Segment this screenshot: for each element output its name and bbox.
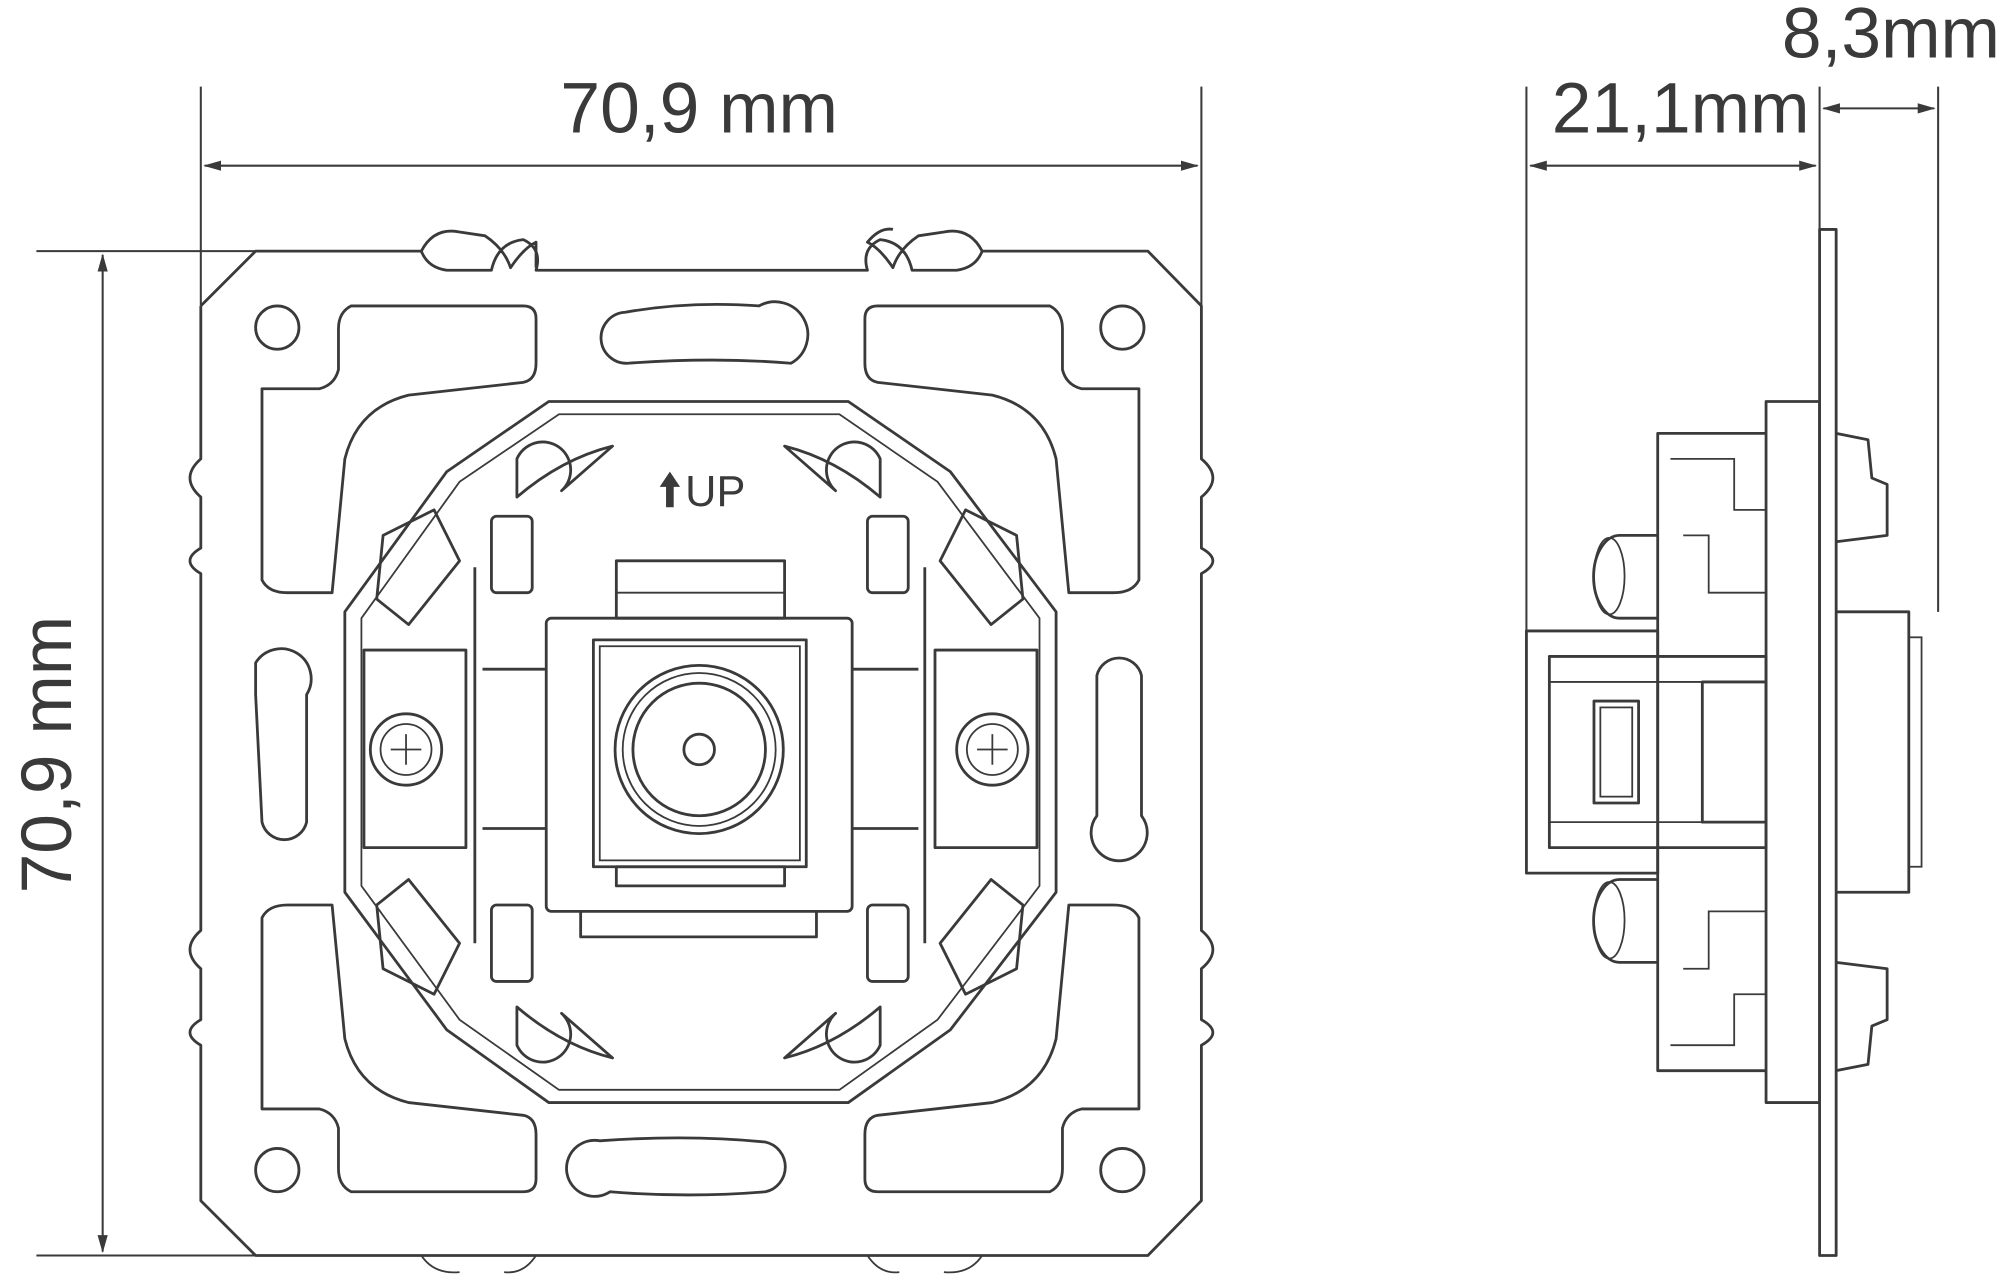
slot-top xyxy=(599,300,810,365)
corner-hole xyxy=(1099,1147,1146,1194)
mounting-plate xyxy=(188,227,1215,1257)
screw-icon xyxy=(368,712,444,787)
front-depth-dimension: 8,3mm xyxy=(1782,0,2000,114)
side-plate xyxy=(1818,228,1838,1257)
side-view: 21,1mm 8,3mm xyxy=(1525,0,2000,1257)
side-pin xyxy=(1592,878,1658,964)
coax-connector xyxy=(544,559,854,939)
side-clip xyxy=(1835,960,1889,1073)
height-dimension: 70,9 mm xyxy=(7,250,256,1257)
front-view: 70,9 mm 70,9 mm xyxy=(7,69,1215,1274)
slot-left xyxy=(254,647,313,842)
screw-icon xyxy=(955,712,1030,787)
side-connector xyxy=(1525,629,1768,875)
depth-dimension: 21,1mm xyxy=(1525,69,1940,631)
corner-hole xyxy=(1099,304,1146,351)
corner-hole xyxy=(254,304,301,351)
side-pin xyxy=(1592,533,1658,620)
side-body xyxy=(1656,400,1821,1104)
slot-bottom xyxy=(565,1136,787,1198)
terminal-left xyxy=(362,648,468,850)
arrow-up-icon xyxy=(659,471,681,508)
height-label: 70,9 mm xyxy=(7,616,87,894)
width-label: 70,9 mm xyxy=(560,69,838,149)
side-clip xyxy=(1835,431,1889,544)
plate-window xyxy=(863,903,1141,1194)
depth-label: 21,1mm xyxy=(1552,69,1810,149)
up-indicator: UP xyxy=(659,468,745,516)
width-dimension: 70,9 mm xyxy=(199,69,1203,306)
side-front-bulge xyxy=(1836,610,1911,894)
clips xyxy=(375,440,1025,1064)
plate-window xyxy=(260,304,538,595)
plate-window xyxy=(260,903,538,1194)
plate-window xyxy=(863,304,1141,595)
coax-pin xyxy=(682,732,716,767)
slot-right xyxy=(1089,656,1149,863)
terminal-right xyxy=(933,648,1039,850)
up-label: UP xyxy=(685,468,745,516)
corner-hole xyxy=(254,1147,301,1194)
front-depth-label: 8,3mm xyxy=(1782,0,2000,73)
socket-housing xyxy=(343,400,1058,1104)
